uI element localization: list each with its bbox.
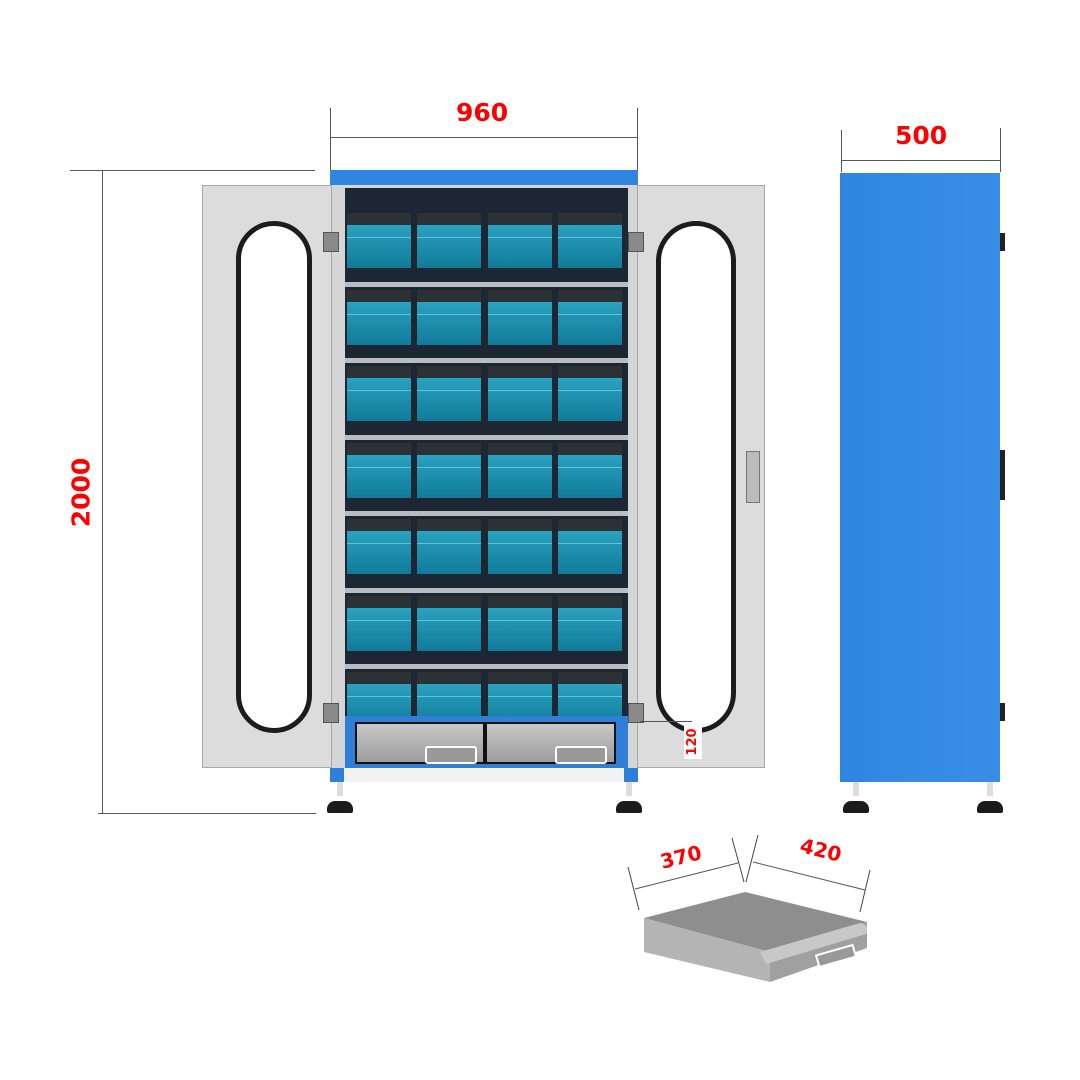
shelf (345, 511, 628, 516)
depth-dimension-line (841, 160, 1000, 161)
storage-bin[interactable] (488, 289, 552, 345)
storage-bin[interactable] (488, 213, 552, 268)
drawer-side (644, 918, 770, 982)
depth-label: 500 (895, 121, 948, 150)
drawer-width-extension (731, 837, 745, 883)
right-door[interactable] (637, 185, 765, 768)
width-label: 960 (456, 98, 509, 127)
storage-bin[interactable] (347, 595, 411, 651)
storage-bin[interactable] (347, 289, 411, 345)
storage-bin[interactable] (558, 366, 622, 421)
storage-bin[interactable] (417, 519, 481, 574)
leveling-foot (843, 801, 869, 813)
storage-bin[interactable] (417, 213, 481, 268)
drawer-handle (814, 943, 858, 969)
cabinet-side-panel (840, 173, 1000, 782)
drawer-depth-extension (859, 869, 871, 913)
storage-bin[interactable] (558, 595, 622, 651)
storage-bin[interactable] (347, 213, 411, 268)
leveling-foot (977, 801, 1003, 813)
depth-extension-left (841, 130, 842, 172)
storage-bin[interactable] (417, 289, 481, 345)
drawer-height-line (640, 721, 692, 722)
left-door[interactable] (202, 185, 332, 768)
drawer-lip (760, 923, 868, 964)
height-label: 2000 (66, 457, 96, 528)
height-extension-bottom (98, 813, 316, 814)
cabinet-top (330, 170, 638, 186)
drawer-depth-extension (745, 834, 759, 883)
right-door-window (656, 221, 736, 733)
storage-bin[interactable] (558, 519, 622, 574)
drawer-handle[interactable] (555, 746, 607, 764)
width-extension-left (330, 108, 331, 170)
storage-bin[interactable] (417, 442, 481, 498)
storage-bin[interactable] (558, 289, 622, 345)
storage-bin[interactable] (558, 442, 622, 498)
storage-bin[interactable] (347, 519, 411, 574)
storage-bin[interactable] (558, 213, 622, 268)
hinge-icon (323, 232, 339, 252)
drawer-handle[interactable] (425, 746, 477, 764)
drawer-width-extension (627, 866, 640, 911)
leveling-foot (616, 801, 642, 813)
shelf (345, 281, 628, 287)
side-hinge-icon (1000, 703, 1005, 721)
side-lock-icon (1000, 450, 1005, 500)
door-lock-handle[interactable] (746, 451, 760, 503)
storage-bin[interactable] (488, 366, 552, 421)
shelf (345, 587, 628, 593)
foot-stem (337, 782, 343, 796)
drawer-width-line (634, 862, 739, 890)
hinge-icon (628, 232, 644, 252)
drawer-isometric-view (627, 834, 871, 982)
depth-extension-right (1000, 128, 1001, 172)
drawer-interior (644, 892, 867, 952)
drawer-right[interactable] (485, 722, 616, 764)
cabinet-base (330, 768, 638, 782)
foot-stem (853, 782, 859, 796)
width-extension-right (637, 108, 638, 170)
storage-bin[interactable] (488, 595, 552, 651)
left-door-window (236, 221, 312, 733)
shelf (345, 358, 628, 363)
drawer-left[interactable] (355, 722, 485, 764)
storage-bin[interactable] (347, 366, 411, 421)
storage-bin[interactable] (417, 366, 481, 421)
storage-bin[interactable] (488, 442, 552, 498)
drawer-depth-line (752, 861, 866, 891)
height-extension-top (70, 170, 315, 171)
storage-bin[interactable] (417, 595, 481, 651)
width-dimension-line (330, 137, 637, 138)
foot-stem (626, 782, 632, 796)
hinge-icon (628, 703, 644, 723)
shelf (345, 664, 628, 669)
drawer-height-label: 120 (684, 725, 702, 759)
height-dimension-line (102, 170, 103, 813)
leveling-foot (327, 801, 353, 813)
hinge-icon (323, 703, 339, 723)
foot-stem (987, 782, 993, 796)
side-hinge-icon (1000, 233, 1005, 251)
shelf (345, 434, 628, 440)
storage-bin[interactable] (347, 442, 411, 498)
storage-bin[interactable] (488, 519, 552, 574)
